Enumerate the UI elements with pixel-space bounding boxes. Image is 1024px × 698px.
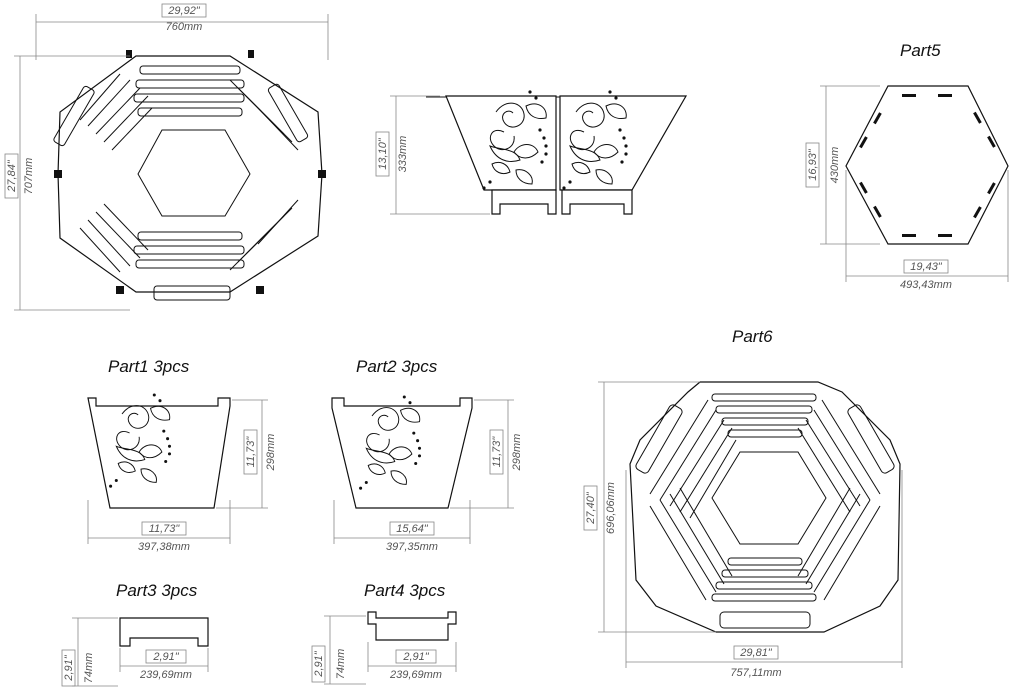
part5-width-mm: 493,43mm [900, 279, 952, 291]
part5-label: Part5 [900, 41, 941, 60]
part2: Part2 3pcs 11,73" 298mm 15,64" 397,35mm [331, 357, 523, 553]
side-height-in: 13,10" [377, 137, 389, 170]
part1-width-mm: 397,38mm [138, 541, 190, 553]
part6-height-in: 27,40" [585, 491, 597, 525]
part4-width-in: 2,91" [402, 651, 429, 663]
part4-label: Part4 3pcs [364, 581, 446, 600]
part1-height-in: 11,73" [245, 436, 257, 468]
part6-height-mm: 696,06mm [605, 482, 617, 534]
part6-width-in: 29,81" [739, 647, 773, 659]
assembly-side-view: 13,10" 333mm [375, 89, 688, 215]
assembly-top-height-mm: 707mm [23, 158, 35, 195]
part2-height-in: 11,73" [491, 436, 503, 468]
part5: Part5 16,93" 430mm 19,43" 493,43mm [805, 41, 1009, 291]
part5-height-in: 16,93" [807, 148, 819, 181]
part3-label: Part3 3pcs [116, 581, 198, 600]
part3-width-mm: 239,69mm [139, 669, 192, 681]
part2-width-in: 15,64" [396, 523, 429, 535]
part6: Part6 [583, 327, 903, 679]
part4: Part4 3pcs 2,91" 74mm 2,91" 239,69mm [311, 581, 457, 685]
part4-height-in: 2,91" [313, 650, 325, 677]
part2-width-mm: 397,35mm [386, 541, 438, 553]
part6-width-mm: 757,11mm [730, 667, 781, 679]
part1-label: Part1 3pcs [108, 357, 190, 376]
part4-height-mm: 74mm [335, 649, 347, 680]
part1-width-in: 11,73" [149, 523, 181, 535]
part1-height-mm: 298mm [265, 434, 277, 472]
part3-height-mm: 74mm [83, 653, 95, 684]
part2-height-mm: 298mm [511, 434, 523, 472]
part3-width-in: 2,91" [152, 651, 179, 663]
part3-height-in: 2,91" [63, 654, 75, 681]
part4-width-mm: 239,69mm [389, 669, 442, 681]
part5-width-in: 19,43" [910, 261, 943, 273]
side-height-mm: 333mm [397, 136, 409, 173]
part3: Part3 3pcs 2,91" 74mm 2,91" 239,69mm [61, 581, 209, 687]
part1: Part1 3pcs 11,73" 298mm 11,73" 397,38mm [87, 357, 277, 553]
assembly-top-width-in: 29,92" [167, 5, 201, 17]
part5-height-mm: 430mm [829, 147, 841, 184]
part2-label: Part2 3pcs [356, 357, 438, 376]
assembly-top-width-mm: 760mm [166, 21, 203, 33]
assembly-top-height-in: 27,84" [6, 159, 18, 193]
part6-label: Part6 [732, 327, 773, 346]
assembly-top-view: 29,92" 760mm 27,84" 707mm [4, 3, 329, 311]
